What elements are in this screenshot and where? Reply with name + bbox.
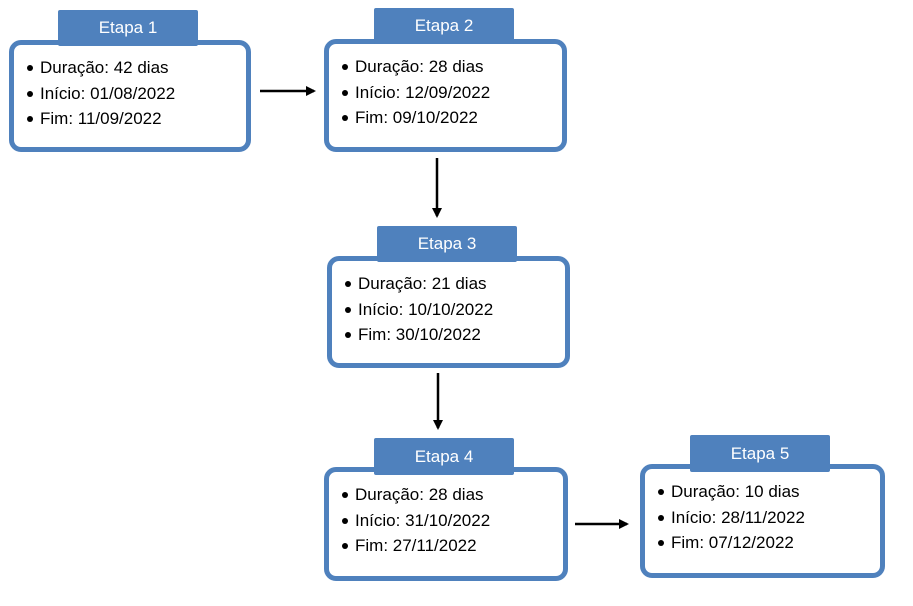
stage-title-3: Etapa 3 [377, 226, 517, 262]
start-item: Início: 01/08/2022 [27, 81, 246, 107]
start-item: Início: 10/10/2022 [345, 297, 565, 323]
duration-item: Duração: 28 dias [342, 54, 562, 80]
stage-box-4: Duração: 28 dias Início: 31/10/2022 Fim:… [324, 467, 568, 581]
stage-box-1: Duração: 42 dias Início: 01/08/2022 Fim:… [9, 40, 251, 152]
end-item: Fim: 07/12/2022 [658, 530, 880, 556]
stage-title-5: Etapa 5 [690, 435, 830, 472]
duration-item: Duração: 42 dias [27, 55, 246, 81]
duration-item: Duração: 10 dias [658, 479, 880, 505]
stage-box-3: Duração: 21 dias Início: 10/10/2022 Fim:… [327, 256, 570, 368]
end-item: Fim: 09/10/2022 [342, 105, 562, 131]
duration-item: Duração: 21 dias [345, 271, 565, 297]
start-item: Início: 31/10/2022 [342, 508, 563, 534]
stage-box-2: Duração: 28 dias Início: 12/09/2022 Fim:… [324, 39, 567, 152]
duration-item: Duração: 28 dias [342, 482, 563, 508]
stage-title-1: Etapa 1 [58, 10, 198, 46]
end-item: Fim: 11/09/2022 [27, 106, 246, 132]
stage-box-5: Duração: 10 dias Início: 28/11/2022 Fim:… [640, 464, 885, 578]
stage-title-4: Etapa 4 [374, 438, 514, 475]
end-item: Fim: 30/10/2022 [345, 322, 565, 348]
end-item: Fim: 27/11/2022 [342, 533, 563, 559]
start-item: Início: 28/11/2022 [658, 505, 880, 531]
stage-title-2: Etapa 2 [374, 8, 514, 44]
start-item: Início: 12/09/2022 [342, 80, 562, 106]
